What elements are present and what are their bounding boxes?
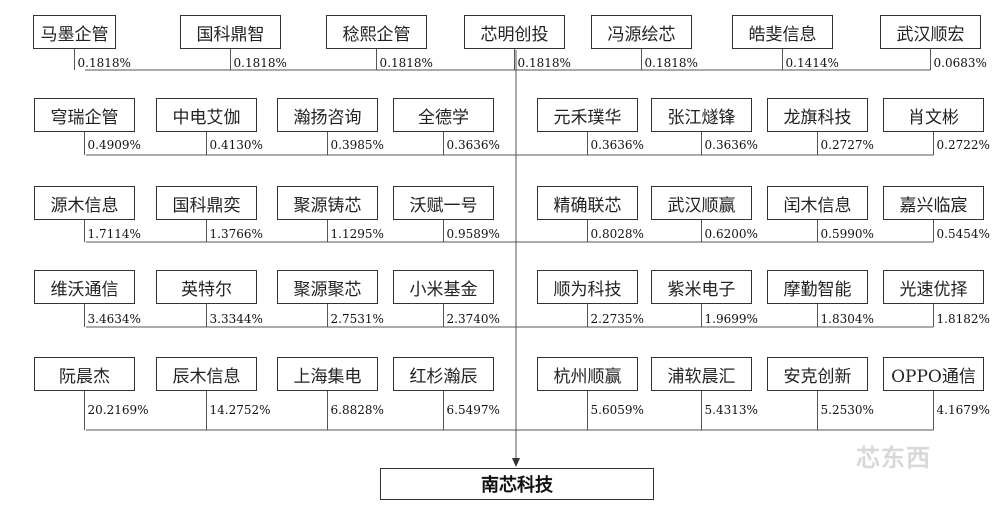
shareholder-box: 顺为科技 [537, 270, 638, 304]
shareholder-box: 国科鼎奕 [156, 186, 257, 220]
shareholding-percentage: 6.5497% [446, 403, 500, 417]
shareholding-percentage: 3.4634% [87, 312, 141, 326]
shareholder-box: 辰木信息 [156, 357, 257, 391]
shareholding-percentage: 2.3740% [446, 312, 500, 326]
shareholding-percentage: 0.9589% [446, 227, 500, 241]
shareholding-percentage: 0.5454% [936, 227, 990, 241]
shareholding-percentage: 0.3636% [704, 138, 758, 152]
shareholding-percentage: 4.1679% [936, 403, 990, 417]
shareholder-box: 肖文彬 [883, 98, 984, 132]
shareholding-percentage: 0.1818% [77, 56, 131, 70]
shareholding-percentage: 0.1818% [517, 56, 571, 70]
shareholder-box: 闰木信息 [767, 186, 868, 220]
shareholder-box: 上海集电 [277, 357, 378, 391]
shareholder-box: 安克创新 [767, 357, 868, 391]
shareholding-percentage: 0.3636% [590, 138, 644, 152]
shareholding-percentage: 0.4130% [209, 138, 263, 152]
shareholder-box: 维沃通信 [34, 270, 135, 304]
shareholder-box: 英特尔 [156, 270, 257, 304]
shareholding-percentage: 1.7114% [87, 227, 141, 241]
shareholding-percentage: 0.6200% [704, 227, 758, 241]
shareholding-percentage: 2.7531% [330, 312, 384, 326]
shareholder-box: 稔熙企管 [326, 15, 427, 49]
shareholder-box: 小米基金 [393, 270, 494, 304]
shareholding-percentage: 14.2752% [209, 403, 271, 417]
shareholder-box: 阮晨杰 [34, 357, 135, 391]
shareholder-box: 全德学 [393, 98, 494, 132]
shareholding-percentage: 0.3985% [330, 138, 384, 152]
shareholder-box: 红杉瀚辰 [393, 357, 494, 391]
shareholding-percentage: 0.1818% [644, 56, 698, 70]
shareholder-box: 光速优择 [883, 270, 984, 304]
shareholding-percentage: 0.3636% [446, 138, 500, 152]
shareholding-percentage: 0.2727% [820, 138, 874, 152]
shareholder-box: 马墨企管 [33, 15, 116, 49]
shareholding-percentage: 0.5990% [820, 227, 874, 241]
shareholding-percentage: 0.1818% [233, 56, 287, 70]
shareholding-percentage: 0.0683% [933, 56, 987, 70]
shareholder-box: 嘉兴临宸 [883, 186, 984, 220]
target-company-box: 南芯科技 [380, 468, 654, 500]
shareholding-percentage: 1.9699% [704, 312, 758, 326]
shareholding-percentage: 5.6059% [590, 403, 644, 417]
shareholder-box: 源木信息 [34, 186, 135, 220]
shareholder-box: 冯源绘芯 [591, 15, 692, 49]
shareholding-percentage: 1.3766% [209, 227, 263, 241]
shareholder-box: 精确联芯 [537, 186, 638, 220]
shareholding-percentage: 1.8182% [936, 312, 990, 326]
shareholder-box: 张江燧锋 [651, 98, 752, 132]
shareholder-box: 武汉顺赢 [651, 186, 752, 220]
shareholder-box: 瀚扬咨询 [277, 98, 378, 132]
shareholder-box: 沃赋一号 [393, 186, 494, 220]
shareholding-percentage: 5.4313% [704, 403, 758, 417]
shareholder-box: 武汉顺宏 [880, 15, 981, 49]
shareholder-box: 中电艾伽 [156, 98, 257, 132]
shareholding-percentage: 0.1414% [785, 56, 839, 70]
shareholder-box: 杭州顺赢 [537, 357, 638, 391]
shareholder-box: 聚源聚芯 [277, 270, 378, 304]
shareholding-percentage: 0.8028% [590, 227, 644, 241]
shareholding-percentage: 20.2169% [87, 403, 149, 417]
shareholder-box: 皓斐信息 [732, 15, 833, 49]
shareholding-percentage: 1.1295% [330, 227, 384, 241]
shareholding-percentage: 5.2530% [820, 403, 874, 417]
shareholder-box: 芯明创投 [464, 15, 565, 49]
arrow-head [512, 458, 520, 467]
shareholder-box: 聚源铸芯 [277, 186, 378, 220]
shareholding-percentage: 2.2735% [590, 312, 644, 326]
shareholding-percentage: 6.8828% [330, 403, 384, 417]
shareholding-percentage: 0.2722% [936, 138, 990, 152]
shareholding-percentage: 0.4909% [87, 138, 141, 152]
watermark-logo: 芯东西 [856, 444, 931, 472]
shareholder-box: 穹瑞企管 [34, 98, 135, 132]
shareholder-box: OPPO通信 [883, 357, 984, 391]
shareholding-percentage: 3.3344% [209, 312, 263, 326]
shareholder-box: 浦软晨汇 [651, 357, 752, 391]
shareholder-box: 元禾璞华 [537, 98, 638, 132]
shareholding-percentage: 0.1818% [379, 56, 433, 70]
shareholder-box: 龙旗科技 [767, 98, 868, 132]
shareholder-box: 紫米电子 [651, 270, 752, 304]
shareholding-percentage: 1.8304% [820, 312, 874, 326]
shareholder-box: 摩勤智能 [767, 270, 868, 304]
shareholder-box: 国科鼎智 [180, 15, 281, 49]
